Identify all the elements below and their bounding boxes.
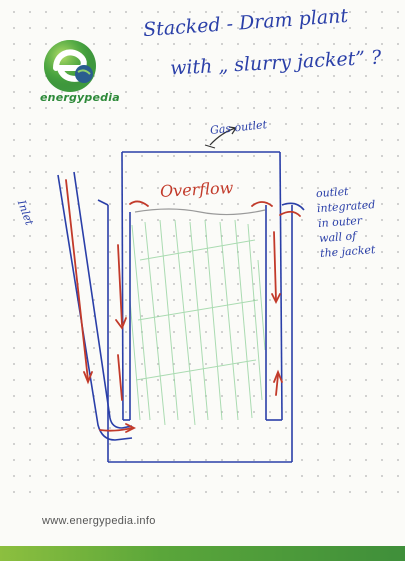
- bottom-brand-bar: [0, 546, 405, 561]
- slurry-surface: [134, 208, 266, 216]
- outlet-spout: [281, 202, 305, 211]
- logo-wordmark: energypedia: [40, 91, 120, 104]
- outlet-label: outlet integrated in outer wall of the j…: [315, 182, 378, 261]
- slurry-fill: [129, 219, 266, 426]
- flow-arrows: [65, 179, 301, 433]
- footer-url: www.energypedia.info: [42, 515, 156, 527]
- overflow-label: Overflow: [159, 178, 234, 201]
- inlet-pipe: [57, 171, 133, 441]
- outer-jacket: [97, 151, 293, 463]
- gas-outlet-pointer: [209, 126, 237, 146]
- stacked-drum-plant-sketch: [57, 126, 305, 463]
- energypedia-logo: [44, 40, 96, 92]
